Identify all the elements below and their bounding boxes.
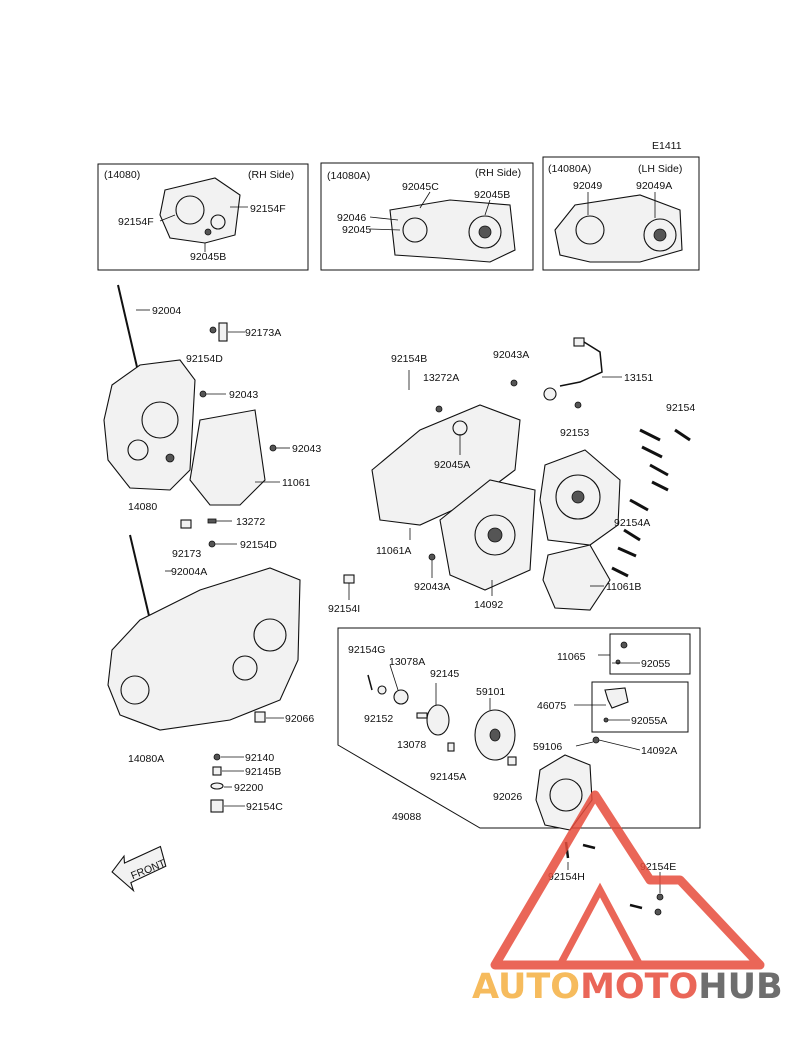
label-13078A: 13078A (389, 656, 425, 668)
label-92154D-top: 92154D (186, 353, 223, 365)
starter-group: 92154G 13078A 92145 59101 11065 92055 46… (337, 627, 701, 831)
label-92140: 92140 (245, 752, 274, 764)
inset-2-label-2: 92045B (474, 189, 510, 201)
inset-3-part: (14080A) (548, 163, 591, 175)
watermark-moto: MOTO (580, 967, 698, 1007)
label-92200: 92200 (234, 782, 263, 794)
crankcase-14080: 92004 92173A 92154D 92043 92043 11061 14… (103, 284, 321, 560)
label-92154G: 92154G (348, 644, 385, 656)
label-92043A-top: 92043A (493, 349, 529, 361)
label-92145A: 92145A (430, 771, 466, 783)
front-arrow: FRONT (111, 845, 168, 893)
label-92154D-b: 92154D (240, 539, 277, 551)
label-59106: 59106 (533, 741, 562, 753)
inset-2-label-4: 92045 (342, 224, 371, 236)
inset-1-part: (14080) (104, 169, 140, 181)
inset-2-label-1: 92045C (402, 181, 439, 193)
watermark-logo: AUTOMOTOHUB (472, 790, 783, 1007)
label-92045A: 92045A (434, 459, 470, 471)
inset-1-label-2: 92154F (250, 203, 286, 215)
cvt-cover: 92154B 13272A 92043A 13151 92153 92154 9… (328, 337, 695, 615)
label-59101: 59101 (476, 686, 505, 698)
label-92154: 92154 (666, 402, 695, 414)
label-92145: 92145 (430, 668, 459, 680)
label-11061A: 11061A (376, 545, 411, 557)
label-11065: 11065 (557, 651, 586, 663)
label-13272A: 13272A (423, 372, 459, 384)
label-92152: 92152 (364, 713, 393, 725)
label-92043A-b: 92043A (414, 581, 450, 593)
label-92173: 92173 (172, 548, 201, 560)
label-92055A: 92055A (631, 715, 667, 727)
inset-1-label-1: 92154F (118, 216, 154, 228)
label-14080A: 14080A (128, 753, 164, 765)
label-92145B: 92145B (245, 766, 281, 778)
label-92043-a: 92043 (229, 389, 258, 401)
svg-text:AUTOMOTOHUB: AUTOMOTOHUB (472, 967, 783, 1007)
label-11061: 11061 (282, 477, 311, 489)
inset-2-label-3: 92046 (337, 212, 366, 224)
label-92066: 92066 (285, 713, 314, 725)
label-92154H: 92154H (548, 871, 585, 883)
inset-1-label-3: 92045B (190, 251, 226, 263)
label-13151: 13151 (624, 372, 653, 384)
label-14092: 14092 (474, 599, 503, 611)
label-92154A: 92154A (614, 517, 650, 529)
label-92154I: 92154I (328, 603, 360, 615)
inset-14080A-lh: (14080A) (LH Side) 92049 92049A (542, 156, 700, 271)
label-11061B: 11061B (606, 581, 641, 593)
inset-2-side: (RH Side) (475, 167, 521, 179)
diagram-code: E1411 (652, 140, 682, 152)
inset-2-part: (14080A) (327, 170, 370, 182)
label-49088: 49088 (392, 811, 421, 823)
label-14080: 14080 (128, 501, 157, 513)
label-92154E: 92154E (640, 861, 676, 873)
label-92173A: 92173A (245, 327, 281, 339)
label-13272: 13272 (236, 516, 265, 528)
inset-14080-rh: (14080) (RH Side) 92154F 92154F 92045B (97, 163, 309, 271)
label-13078: 13078 (397, 739, 426, 751)
label-92043-b: 92043 (292, 443, 321, 455)
inset-3-side: (LH Side) (638, 163, 682, 175)
inset-14080A-rh: (14080A) (RH Side) 92045C 92045B 92046 9… (320, 162, 534, 271)
watermark-hub: HUB (698, 967, 782, 1007)
inset-1-side: (RH Side) (248, 169, 294, 181)
label-92153: 92153 (560, 427, 589, 439)
label-92026: 92026 (493, 791, 522, 803)
inset-3-label-2: 92049A (636, 180, 672, 192)
bolt-group (611, 428, 691, 578)
label-92004A: 92004A (171, 566, 207, 578)
label-46075: 46075 (537, 700, 566, 712)
watermark-auto: AUTO (472, 967, 580, 1007)
label-92055: 92055 (641, 658, 670, 670)
label-92154B: 92154B (391, 353, 427, 365)
label-92154C: 92154C (246, 801, 283, 813)
inset-3-label-1: 92049 (573, 180, 602, 192)
crankcase-14080A: 92004A 92066 14080A 92140 92145B 92200 9… (107, 534, 314, 813)
label-92004: 92004 (152, 305, 181, 317)
label-14092A: 14092A (641, 745, 677, 757)
